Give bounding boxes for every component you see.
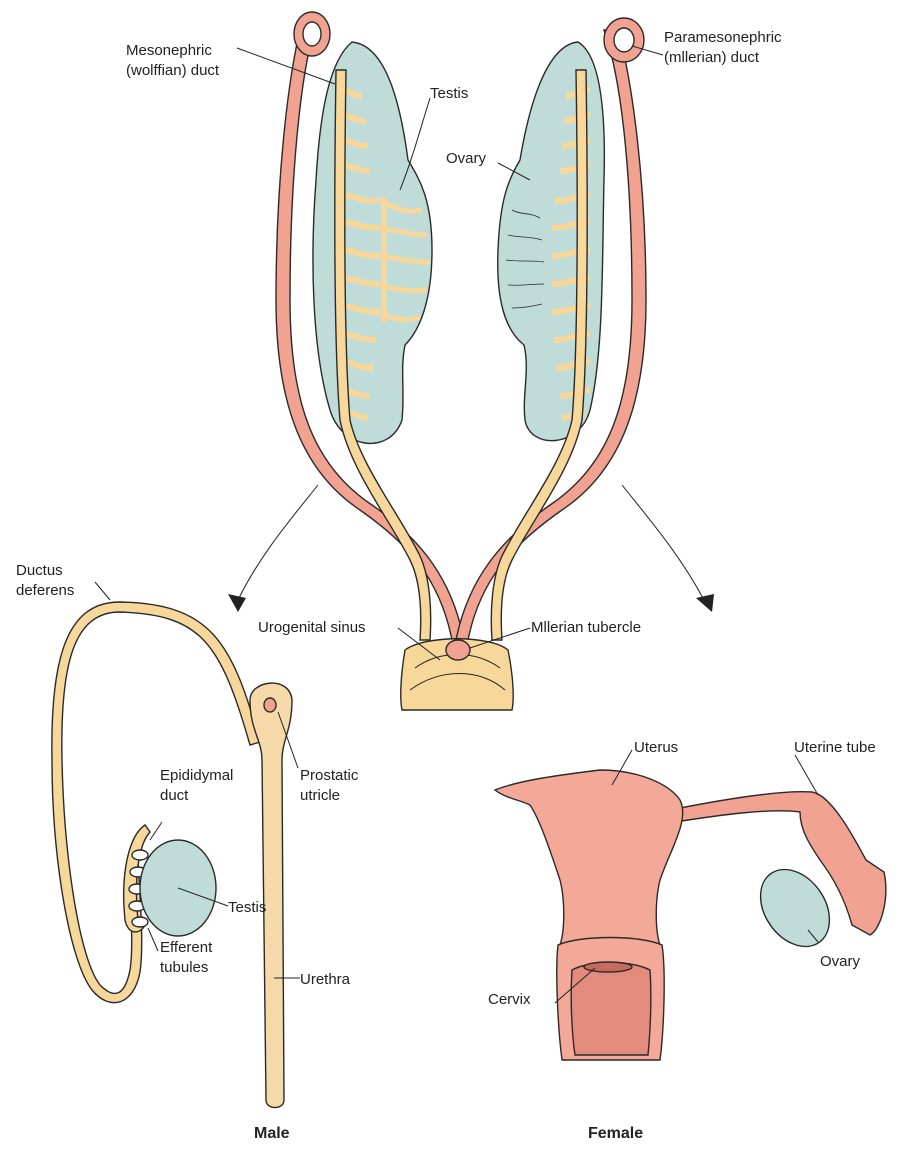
label-uterine-tube: Uterine tube: [794, 739, 876, 756]
mullerian-ostium-left: [294, 12, 330, 56]
label-testis-top: Testis: [430, 85, 468, 102]
indifferent-testis: [313, 42, 432, 443]
mullerian-ostium-right: [604, 18, 644, 62]
label-paramesonephric-2: (mllerian) duct: [664, 49, 760, 66]
label-epididymal-1: Epididymal: [160, 767, 233, 784]
label-ovary-female: Ovary: [820, 953, 861, 970]
label-mesonephric-2: (wolffian) duct: [126, 62, 220, 79]
urethra: [250, 683, 292, 1107]
label-ductus-1: Ductus: [16, 562, 63, 579]
vagina-lumen: [571, 963, 651, 1056]
label-mesonephric-1: Mesonephric: [126, 42, 212, 59]
label-efferent-2: tubules: [160, 959, 208, 976]
label-efferent-1: Efferent: [160, 939, 213, 956]
arrow-to-male: [228, 485, 318, 612]
label-urogenital-sinus: Urogenital sinus: [258, 619, 366, 636]
prostatic-utricle: [264, 698, 276, 712]
label-prostatic-1: Prostatic: [300, 767, 359, 784]
label-urethra: Urethra: [300, 971, 351, 988]
label-ductus-2: deferens: [16, 582, 74, 599]
label-prostatic-2: utricle: [300, 787, 340, 804]
label-mullerian-tubercle: Mllerian tubercle: [531, 619, 641, 636]
indifferent-ovary: [498, 42, 605, 441]
caption-female: Female: [588, 1125, 643, 1142]
label-uterus: Uterus: [634, 739, 678, 756]
label-paramesonephric-1: Paramesonephric: [664, 29, 782, 46]
label-epididymal-2: duct: [160, 787, 189, 804]
ductus-deferens: [52, 602, 260, 1003]
uterus: [495, 770, 683, 945]
mullerian-tubercle: [446, 640, 470, 660]
arrow-to-female: [622, 485, 714, 612]
caption-male: Male: [254, 1125, 290, 1142]
cervix-os: [584, 962, 632, 972]
label-ovary-top: Ovary: [446, 150, 487, 167]
label-cervix: Cervix: [488, 991, 531, 1008]
label-testis-male: Testis: [228, 899, 266, 916]
